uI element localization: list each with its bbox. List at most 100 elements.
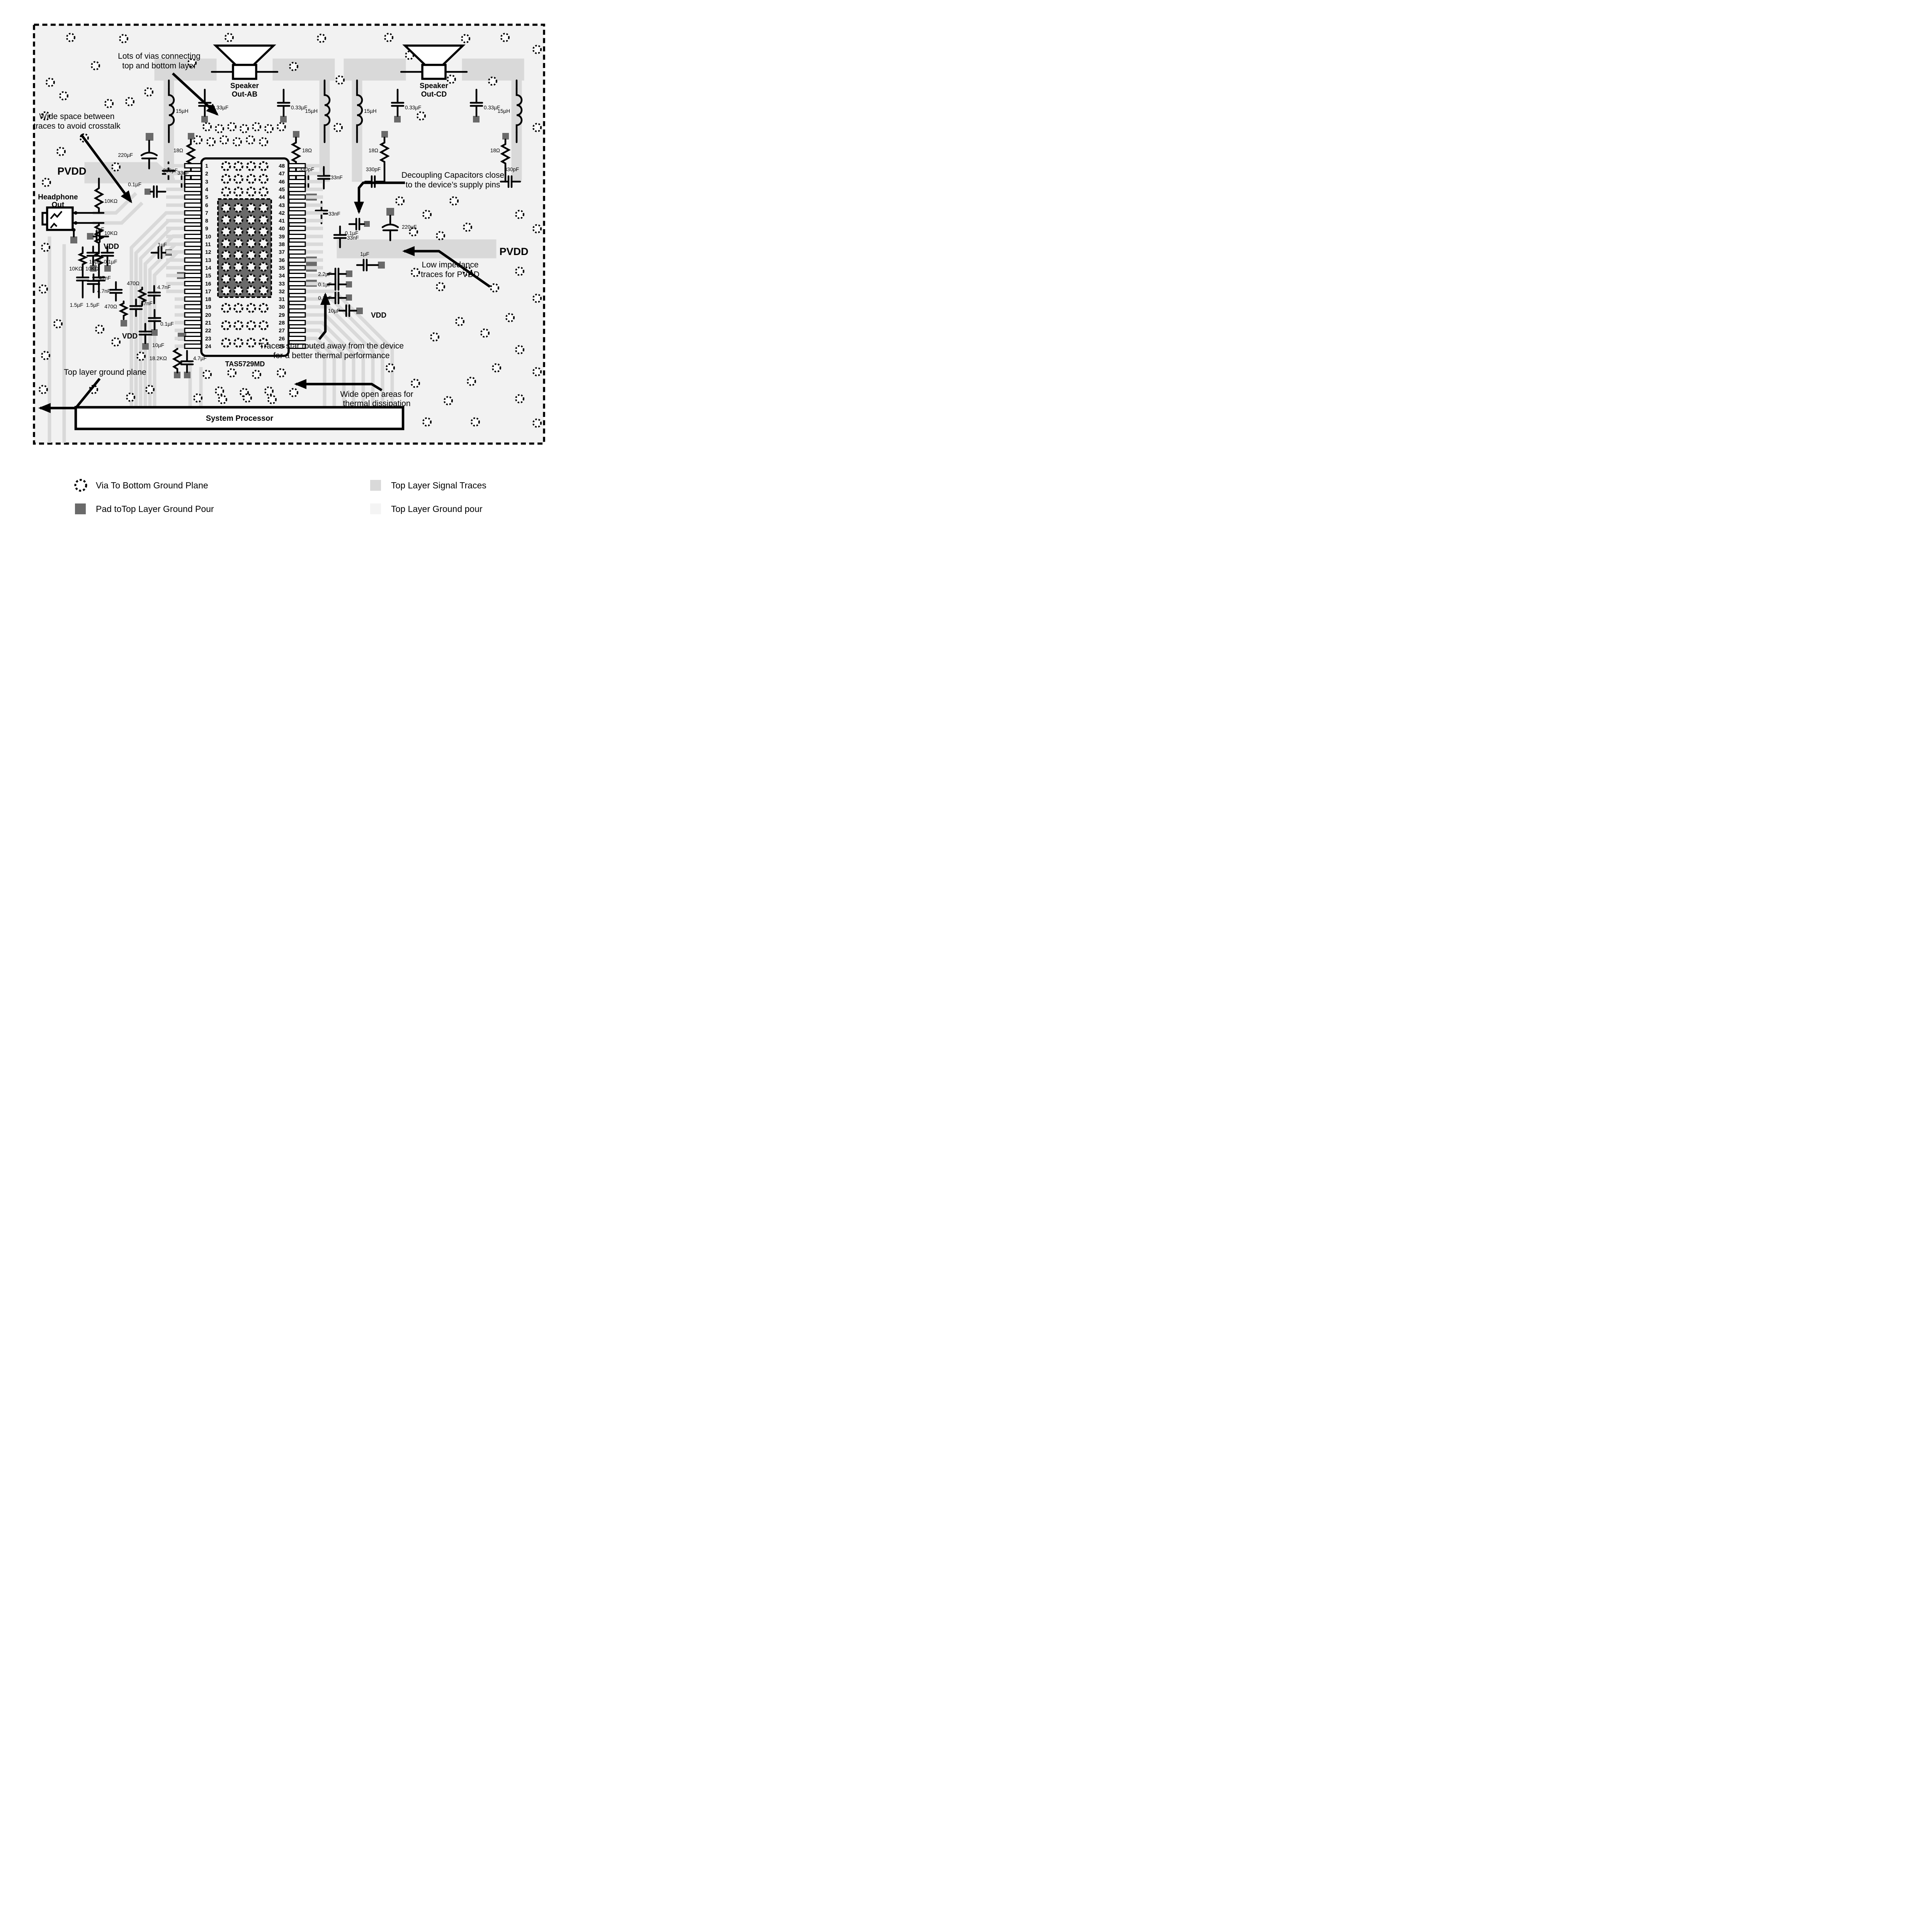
right-component-cluster: [327, 219, 379, 316]
ground-pad: [394, 116, 401, 122]
headphone-label: Headphone: [38, 193, 78, 201]
pin-number: 31: [279, 296, 285, 302]
left-component-cluster: [87, 186, 193, 372]
annotation-star-routing: Traces star routed away from the device: [259, 342, 404, 350]
pcb-layout-diagram: 123456789101112131415161718192021222324 …: [33, 24, 545, 514]
cap-label: 0.33µF: [212, 105, 228, 111]
annotation-vias: Lots of vias connecting: [118, 52, 201, 61]
cap-label: 33nF: [328, 211, 340, 217]
ground-pad: [146, 133, 153, 141]
cap-label: 47nF: [99, 275, 111, 281]
ground-pad: [188, 133, 194, 139]
pin-number: 41: [279, 218, 285, 224]
pin-number: 43: [279, 202, 285, 208]
annotation-arrow: [80, 134, 132, 204]
pin-number: 5: [205, 194, 208, 200]
pin-number: 30: [279, 304, 285, 310]
ground-pad: [356, 308, 363, 314]
pin-number: 10: [205, 233, 211, 240]
pin-number: 42: [279, 210, 285, 216]
cap-label: 4.7µF: [193, 355, 207, 361]
ground-pad: [184, 372, 190, 378]
ground-pad: [346, 294, 352, 301]
speaker-cd-icon: [400, 44, 468, 80]
pin-number: 33: [279, 281, 285, 287]
cap-label: 33nF: [177, 170, 189, 176]
cap-label: 0.1µF: [128, 182, 141, 187]
annotation-arrow: [38, 378, 101, 413]
resistor-label: 18.2KΩ: [150, 355, 167, 361]
pin-number: 39: [279, 233, 285, 240]
pin-number: 15: [205, 272, 211, 279]
pin-number: 40: [279, 225, 285, 231]
pin-number: 2: [205, 170, 208, 177]
cap-0p33uF-group: [199, 88, 482, 117]
cap-label: 47nF: [141, 301, 153, 306]
pin-number: 32: [279, 288, 285, 294]
cap-label: 1µF: [360, 251, 369, 257]
ground-pad: [386, 208, 394, 216]
pin-number: 17: [205, 288, 211, 294]
cap-label: 2.2µF: [318, 271, 332, 277]
ground-pad: [90, 265, 97, 272]
pin-number: 4: [205, 186, 208, 192]
net-labels: PVDD PVDD VDD VDD VDD Headphone Out Spea…: [38, 82, 528, 368]
ground-pad: [87, 233, 94, 240]
pin-number: 29: [279, 312, 285, 318]
annotation-arrow: [294, 379, 383, 391]
vdd-label: VDD: [371, 311, 386, 320]
annotation-ground-plane: Top layer ground plane: [64, 368, 146, 377]
pin-number: 36: [279, 257, 285, 263]
pin-number: 24: [205, 343, 211, 349]
divider-resistors: [77, 177, 105, 299]
pin-number: 48: [279, 163, 285, 169]
annotation-decoupling: Decoupling Capacitors close: [401, 171, 504, 180]
cap-label: 220µF: [402, 224, 417, 230]
resistor-label: 10KΩ: [85, 266, 99, 272]
ground-pad: [378, 262, 385, 269]
ic-tas5729md: 123456789101112131415161718192021222324 …: [166, 157, 323, 357]
annotation-vias: top and bottom layer: [122, 61, 196, 70]
speaker-cd-label: Out-CD: [421, 90, 447, 99]
ic-part-number: TAS5729MD: [225, 360, 265, 368]
pvdd-band-right: [337, 239, 497, 259]
headphone-label: Out: [52, 201, 65, 209]
ic-pins-right: 4847464544434241403938373635343332313029…: [279, 163, 323, 349]
ground-pad: [346, 281, 352, 287]
inductor-label: 15µH: [305, 108, 318, 114]
speaker-cd-label: Speaker: [420, 82, 449, 90]
annotation-low-impedance: traces for PVDD: [421, 270, 480, 279]
resistor-label: 470Ω: [104, 304, 117, 310]
pin-number: 44: [279, 194, 285, 200]
cap-label: 0.1µF: [160, 321, 174, 327]
pvdd-left-label: PVDD: [57, 165, 86, 177]
ground-pad: [104, 265, 111, 272]
system-processor-label: System Processor: [206, 414, 274, 423]
inductor-15uH-group: [168, 79, 522, 143]
legend: Via To Bottom Ground Plane Pad toTop Lay…: [74, 479, 486, 514]
annotation-arrow: [402, 246, 491, 288]
pin-number: 16: [205, 281, 211, 287]
pin-number: 25: [279, 343, 285, 349]
cap-label: 33nF: [347, 235, 359, 241]
pin-number: 8: [205, 218, 208, 224]
cap-label: 10µF: [328, 308, 340, 314]
cap-label: 330pF: [366, 167, 381, 172]
cap-label: 0.33µF: [291, 105, 307, 111]
pin-number: 19: [205, 304, 211, 310]
pin-number: 45: [279, 186, 285, 192]
annotation-star-routing: for a better thermal performance: [273, 351, 389, 360]
cap-label: 1.5µF: [86, 302, 100, 308]
annotation-arrow: [318, 293, 330, 340]
pin-number: 38: [279, 241, 285, 247]
ground-pad: [121, 320, 127, 327]
pin-number: 3: [205, 179, 208, 185]
pin-number: 9: [205, 225, 208, 231]
resistor-label: 10KΩ: [69, 266, 82, 272]
system-processor-box: [74, 406, 405, 430]
pin-number: 11: [205, 241, 211, 247]
ground-pad: [346, 270, 352, 277]
pvdd-right-label: PVDD: [499, 246, 528, 257]
pin-number: 23: [205, 335, 211, 342]
